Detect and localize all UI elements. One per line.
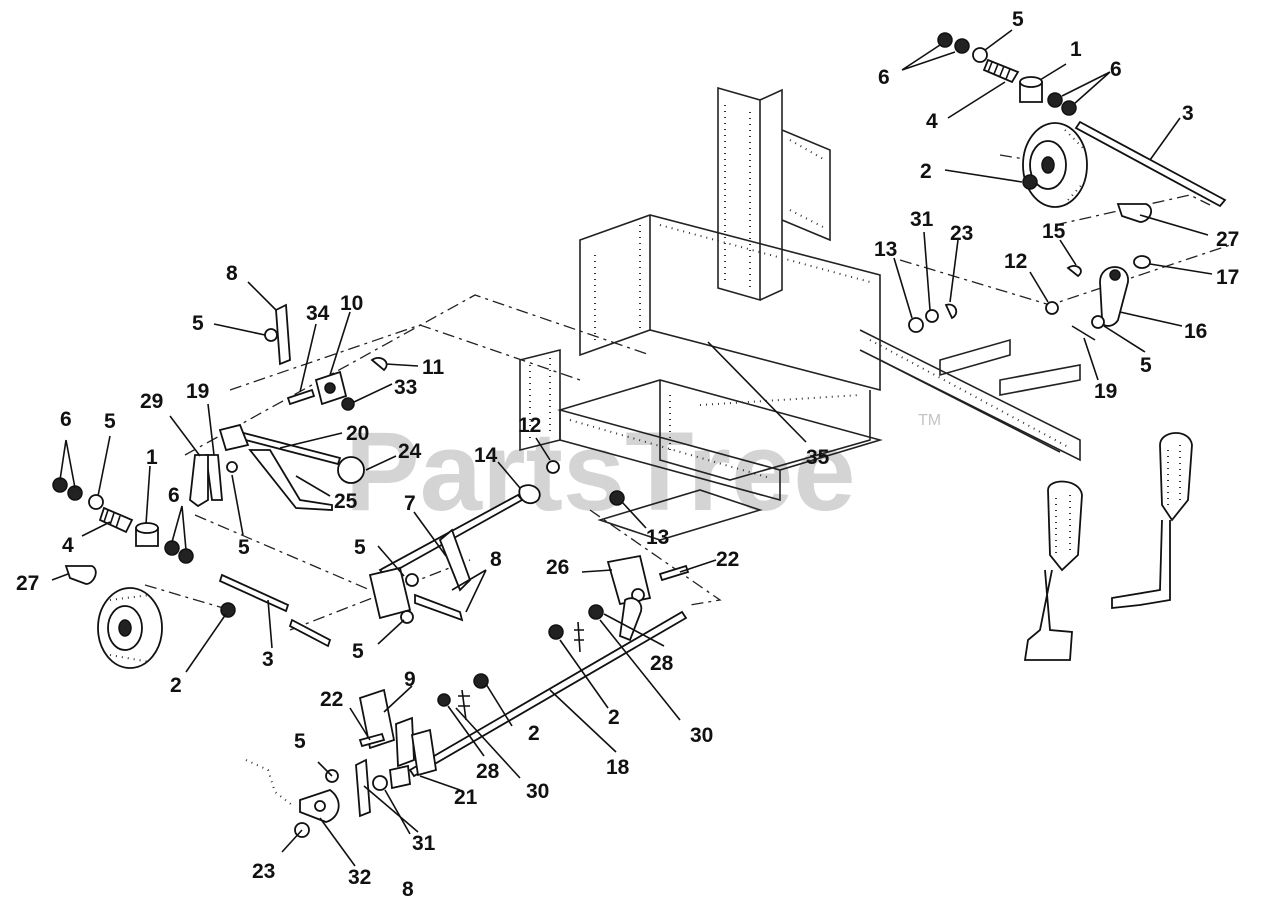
callout-6-lower-left: 6 [60, 408, 72, 431]
callout-2-shaft-center: 2 [528, 722, 540, 745]
callout-30-lower: 30 [526, 780, 549, 803]
callout-5-upper-washer: 5 [1012, 8, 1024, 31]
callout-5-right: 5 [1140, 354, 1152, 377]
callout-5-center-lower: 5 [352, 640, 364, 663]
callout-labels: 1 5 6 6 4 3 2 27 15 17 12 16 5 19 13 31 … [16, 8, 1239, 901]
watermark: PartsTree TM [345, 409, 941, 534]
callout-12-center: 12 [518, 414, 541, 437]
leader-lines [51, 29, 1213, 867]
callout-15: 15 [1042, 220, 1066, 243]
callout-8-bottom: 8 [402, 878, 414, 901]
callout-5-lower: 5 [294, 730, 306, 753]
tractor-frame [519, 86, 1081, 541]
callout-31-upper: 31 [910, 208, 934, 231]
callout-9: 9 [404, 668, 416, 691]
callout-30-right: 30 [690, 724, 713, 747]
callout-26: 26 [546, 556, 569, 579]
callout-29: 29 [140, 390, 163, 413]
callout-25: 25 [334, 490, 358, 513]
callout-17: 17 [1216, 266, 1239, 289]
callout-27-upper: 27 [1216, 228, 1239, 251]
callout-5-center-bracket: 5 [354, 536, 366, 559]
callout-8-center: 8 [490, 548, 502, 571]
callout-19-left: 19 [186, 380, 209, 403]
callout-6-lower-right: 6 [168, 484, 180, 507]
callout-2-upper: 2 [920, 160, 932, 183]
callout-27-lower: 27 [16, 572, 39, 595]
callout-6-upper-left: 6 [878, 66, 890, 89]
brake-assembly-lower [52, 477, 332, 669]
watermark-trademark: TM [918, 412, 941, 429]
callout-32: 32 [348, 866, 371, 889]
linkage-left [189, 303, 625, 624]
callout-35: 35 [806, 446, 830, 469]
callout-19-right: 19 [1094, 380, 1117, 403]
callout-14: 14 [474, 444, 498, 467]
callout-28-lower: 28 [476, 760, 500, 783]
callout-16: 16 [1184, 320, 1207, 343]
callout-33: 33 [394, 376, 417, 399]
callout-8-top: 8 [226, 262, 238, 285]
callout-18: 18 [606, 756, 630, 779]
callout-1-upper: 1 [1070, 38, 1082, 61]
callout-13-center: 13 [646, 526, 669, 549]
callout-34: 34 [306, 302, 330, 325]
callout-23-upper: 23 [950, 222, 973, 245]
callout-13-upper: 13 [874, 238, 897, 261]
cross-shaft-assembly [245, 554, 690, 838]
callout-12-right: 12 [1004, 250, 1027, 273]
callout-2-shaft-right: 2 [608, 706, 620, 729]
callout-31-lower: 31 [412, 832, 436, 855]
callout-11: 11 [422, 356, 445, 379]
callout-1-lower: 1 [146, 446, 158, 469]
watermark-text: PartsTree [345, 409, 856, 534]
callout-22-left: 22 [320, 688, 343, 711]
callout-7: 7 [404, 492, 416, 515]
callout-5-lower-left: 5 [104, 410, 116, 433]
callout-24: 24 [398, 440, 422, 463]
brake-assembly-upper [908, 32, 1227, 341]
brake-pedals [1023, 432, 1193, 661]
callout-4-upper: 4 [926, 110, 938, 133]
callout-5-left-lever: 5 [238, 536, 250, 559]
callout-3-upper: 3 [1182, 102, 1194, 125]
callout-22-right: 22 [716, 548, 739, 571]
assembly-lines [144, 154, 1231, 631]
callout-10: 10 [340, 292, 363, 315]
callout-21: 21 [454, 786, 478, 809]
callout-23-lower: 23 [252, 860, 275, 883]
callout-6-upper-right: 6 [1110, 58, 1122, 81]
callout-2-lower: 2 [170, 674, 182, 697]
callout-4-lower: 4 [62, 534, 74, 557]
callout-5-top-left: 5 [192, 312, 204, 335]
callout-20: 20 [346, 422, 369, 445]
callout-3-lower: 3 [262, 648, 274, 671]
callout-28-right: 28 [650, 652, 674, 675]
